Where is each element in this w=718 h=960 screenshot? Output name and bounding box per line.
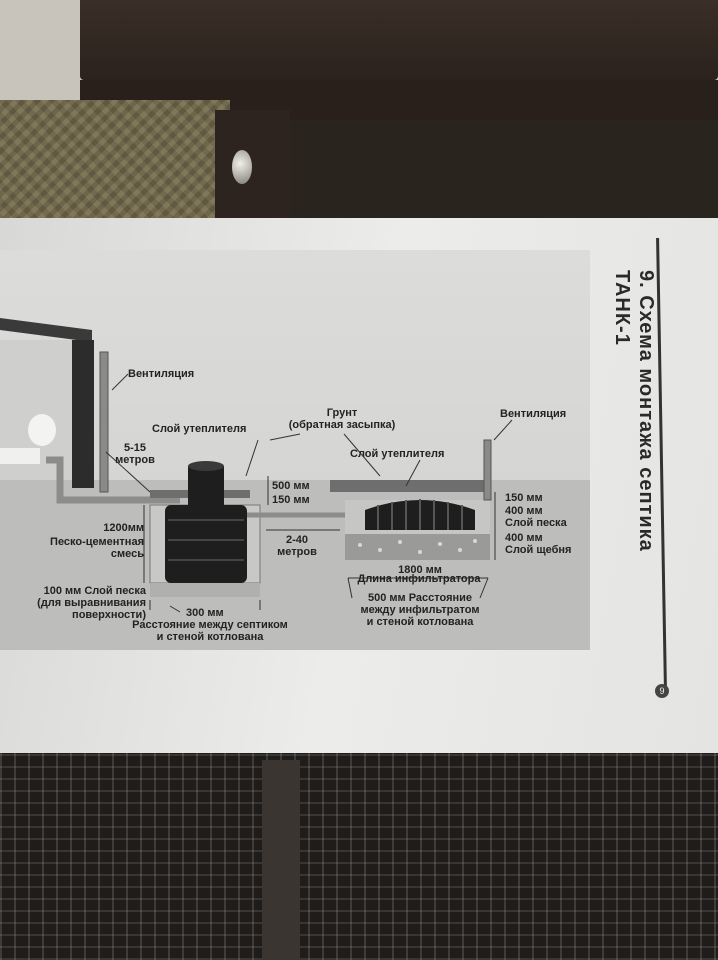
toilet — [28, 414, 56, 446]
label-distance-house-line1: 5-15 — [123, 442, 147, 454]
label-sand-100-line1: 100 мм Слой песка — [43, 585, 146, 597]
label-distance-tank-line1: 2-40 — [285, 534, 309, 546]
label-dim-400-sand: 400 мм — [505, 505, 543, 517]
label-distance-house: 5-15 метров — [110, 442, 160, 466]
insulation-layer-right — [330, 480, 490, 492]
sink — [0, 448, 40, 464]
label-dim-1800: 1800 мм — [398, 564, 442, 576]
gravel-texture — [358, 539, 477, 554]
label-gap-infiltrator-line2: между инфильтратом — [360, 604, 480, 616]
diagram-title: 9. Схема монтажа септика ТАНК-1 — [610, 270, 658, 690]
label-insulation-left: Слой утеплителя — [152, 423, 247, 435]
sewer-pipe — [46, 456, 180, 504]
label-dim-150-left: 150 мм — [272, 494, 310, 506]
plaid-trousers — [0, 745, 718, 960]
leader-vent-left — [111, 373, 129, 391]
gravel-layer — [345, 534, 490, 560]
house-roof — [0, 318, 92, 342]
sand-bed — [150, 583, 260, 597]
carpet — [0, 100, 230, 230]
label-ventilation-left: Вентиляция — [128, 368, 195, 380]
table-leg — [215, 110, 290, 230]
label-gap-infiltrator-line1: 500 мм Расстояние — [367, 592, 473, 604]
label-sand-cement-line1: Песко-цементная — [50, 536, 144, 548]
infiltrator-ribs — [377, 499, 463, 530]
label-dim-150-right: 150 мм — [505, 492, 543, 504]
label-sand-100-line3: поверхности) — [72, 609, 146, 621]
title-line-2: ТАНК-1 — [611, 270, 633, 346]
label-sand-100-line2: (для выравнивания — [37, 597, 146, 609]
label-ventilation-right: Вентиляция — [500, 408, 567, 420]
title-line-1: 9. Схема монтажа септика — [635, 270, 657, 552]
label-soil: Грунт (обратная засыпка) — [282, 407, 402, 431]
label-distance-house-line2: метров — [115, 454, 155, 466]
label-dim-1200: 1200мм — [103, 522, 144, 534]
label-gap-infiltrator-line3: и стеной котлована — [366, 616, 474, 628]
ventilation-pipe-left — [99, 351, 109, 493]
label-gap-tank-line1: Расстояние между септиком — [132, 619, 288, 631]
label-infiltrator-length: Длина инфильтратора — [357, 573, 481, 585]
label-gap-tank-line2: и стеной котлована — [156, 631, 264, 643]
label-gravel-layer: Слой щебня — [505, 544, 572, 556]
label-gap-tank: Расстояние между септиком и стеной котло… — [110, 619, 310, 643]
label-dim-400-gravel: 400 мм — [505, 532, 543, 544]
label-distance-tank: 2-40 метров — [272, 534, 322, 558]
leader-vent-right — [493, 419, 513, 441]
label-sand-cement: Песко-цементная смесь — [24, 536, 144, 560]
ground-area — [0, 480, 590, 650]
tank-ribs — [168, 519, 244, 561]
label-dim-300: 300 мм — [186, 607, 224, 619]
tank-lid — [188, 461, 224, 471]
label-sand-layer: Слой песка — [505, 517, 567, 529]
table-top — [80, 0, 718, 80]
dimension-lines — [105, 433, 496, 613]
label-soil-line1: Грунт — [326, 407, 358, 419]
label-distance-tank-line2: метров — [277, 546, 317, 558]
ventilation-pipe-right — [483, 439, 492, 501]
trousers-gap — [262, 760, 300, 960]
label-sand-cement-line2: смесь — [110, 548, 144, 560]
page-number: 9 — [655, 684, 669, 698]
label-dim-500: 500 мм — [272, 480, 310, 492]
house-wall — [72, 340, 94, 488]
table-knob — [232, 150, 252, 184]
label-insulation-right: Слой утеплителя — [350, 448, 445, 460]
label-sand-100: 100 мм Слой песка (для выравнивания пове… — [4, 585, 146, 621]
label-soil-line2: (обратная засыпка) — [288, 419, 396, 431]
label-gap-infiltrator: 500 мм Расстояние между инфильтратом и с… — [340, 592, 500, 628]
tank-neck — [188, 466, 224, 506]
septic-tank — [165, 505, 247, 583]
